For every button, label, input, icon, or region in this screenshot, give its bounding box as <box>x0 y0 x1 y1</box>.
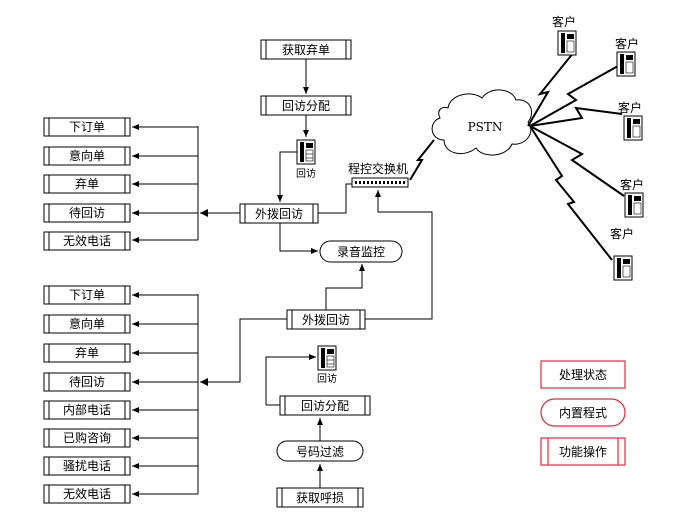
customer-links <box>527 51 625 261</box>
bottom-outcome-intent: 意向单 <box>43 314 198 334</box>
callback-assign-2-label: 回访分配 <box>301 399 349 413</box>
fetch-abandoned-box: 获取弃单 <box>260 39 352 60</box>
top-outcome-order: 下订单 <box>43 117 198 137</box>
phone-icon <box>624 192 644 218</box>
bottom-outcome-harass: 骚扰电话 <box>43 456 198 476</box>
legend-builtin-label: 内置程式 <box>559 405 607 420</box>
bottom-outcome-intent-label: 意向单 <box>69 316 105 331</box>
fetch-abandoned-label: 获取弃单 <box>282 42 330 57</box>
customer-5-label: 客户 <box>610 226 634 241</box>
customer-5: 客户 <box>610 226 634 281</box>
top-outcome-invalid-label: 无效电话 <box>63 233 111 248</box>
arrow-outbound2-to-recording <box>325 264 365 310</box>
top-outcome-abandon-label: 弃单 <box>75 176 99 191</box>
recording-monitor-label: 录音监控 <box>337 244 385 259</box>
bottom-outcome-order-label: 下订单 <box>69 288 105 302</box>
legend-state: 处理状态 <box>540 360 626 389</box>
bottom-outcome-invalid-label: 无效电话 <box>63 486 111 501</box>
arrow-outbound2-to-switch <box>365 190 433 320</box>
customer-4-label: 客户 <box>620 177 644 192</box>
arrow-outbound2-to-outcomes <box>200 318 287 386</box>
recording-monitor: 录音监控 <box>319 240 403 263</box>
top-outcome-pending-label: 待回访 <box>69 206 105 220</box>
pstn-label: PSTN <box>468 120 503 134</box>
top-outcome-order-label: 下订单 <box>69 120 105 134</box>
bottom-outcome-internal: 内部电话 <box>43 400 198 420</box>
customer-4: 客户 <box>620 177 644 218</box>
fetch-lost-calls-label: 获取呼损 <box>296 491 344 505</box>
phone-icon <box>613 255 633 281</box>
bottom-outcome-internal-label: 内部电话 <box>63 402 111 417</box>
bottom-outcomes: 下订单 意向单 弃单 待回访 内部电话 <box>43 285 198 504</box>
top-outcome-pending: 待回访 <box>43 203 198 223</box>
phone-2-label: 回访 <box>317 373 337 385</box>
phone-icon <box>616 51 636 77</box>
outbound-callback-label: 外拨回访 <box>255 207 303 221</box>
customer-3-label: 客户 <box>618 100 642 115</box>
legend-builtin: 内置程式 <box>540 398 626 427</box>
arrow-assign2-to-phone <box>265 354 316 405</box>
top-outcome-intent: 意向单 <box>43 146 198 166</box>
top-outcome-invalid: 无效电话 <box>43 231 198 251</box>
bottom-outcome-purchased: 已购咨询 <box>43 428 198 448</box>
switch-icon <box>351 177 409 188</box>
customer-2-label: 客户 <box>615 36 639 51</box>
customer-1: 客户 <box>552 14 577 56</box>
phone-label: 回访 <box>296 168 316 180</box>
phone-icon <box>296 139 316 165</box>
legend-function: 功能操作 <box>540 437 626 466</box>
switch-label: 程控交换机 <box>348 161 408 176</box>
arrow-outbound-to-recording <box>279 223 318 254</box>
customer-1-label: 客户 <box>552 14 576 29</box>
arrow-outbound-to-switch <box>318 181 372 214</box>
bottom-outcome-invalid: 无效电话 <box>43 484 198 504</box>
number-filter-label: 号码过滤 <box>296 445 344 459</box>
callback-assign-box: 回访分配 <box>260 95 352 116</box>
outbound-callback-box-2: 外拨回访 <box>286 309 366 330</box>
bottom-outcome-order: 下订单 <box>43 285 198 305</box>
fetch-lost-calls-box: 获取呼损 <box>276 487 364 508</box>
legend: 处理状态 内置程式 功能操作 <box>540 360 626 466</box>
callback-assign-label: 回访分配 <box>282 99 330 113</box>
top-outcome-abandon: 弃单 <box>43 174 198 194</box>
legend-state-label: 处理状态 <box>559 368 607 382</box>
number-filter: 号码过滤 <box>276 440 364 462</box>
bottom-outcome-pending-label: 待回访 <box>69 375 105 389</box>
bottom-outcome-abandon: 弃单 <box>43 343 198 363</box>
phone-icon-2 <box>317 345 337 371</box>
bottom-outcome-abandon-label: 弃单 <box>75 345 99 360</box>
bottom-outcome-purchased-label: 已购咨询 <box>63 430 111 445</box>
arrow-phone-to-outbound <box>277 151 297 202</box>
bottom-outcome-harass-label: 骚扰电话 <box>63 459 111 473</box>
phone-icon <box>623 115 643 141</box>
phone-icon <box>557 30 577 56</box>
outbound-callback-2-label: 外拨回访 <box>302 313 350 327</box>
callback-assign-box-2: 回访分配 <box>279 395 371 416</box>
legend-function-label: 功能操作 <box>559 444 607 459</box>
outbound-callback-box: 外拨回访 <box>239 203 319 224</box>
top-outcomes: 下订单 意向单 弃单 待回访 无效电话 <box>43 117 198 251</box>
link-switch-pstn <box>409 139 435 181</box>
top-outcome-intent-label: 意向单 <box>69 148 105 163</box>
customer-3: 客户 <box>618 100 643 141</box>
customer-2: 客户 <box>615 36 639 77</box>
pstn-cloud <box>431 89 532 156</box>
bottom-outcome-pending: 待回访 <box>43 372 198 392</box>
